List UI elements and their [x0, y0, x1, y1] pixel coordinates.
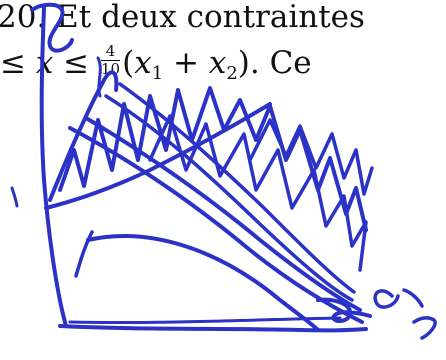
sketch-x-label-sub: [412, 316, 437, 340]
line2-x1: x: [134, 45, 152, 82]
sketch-zigzag-3: [248, 118, 374, 196]
line2-open-paren: (: [122, 45, 135, 82]
sketch-diagonal-3: [104, 94, 354, 302]
fraction-bar: [101, 60, 121, 62]
line2-x2: x: [208, 45, 227, 82]
sketch-axis-base: [68, 316, 342, 325]
sketch-right-loop: [316, 297, 372, 323]
line2-plus: +: [163, 45, 209, 82]
sketch-upper-left-1: [44, 102, 272, 210]
sketch-diagonal-4: [118, 82, 356, 294]
sketch-lower-diagonal: [86, 234, 320, 332]
line2-leq: ≤: [53, 45, 100, 82]
sketch-y-axis: [39, 6, 68, 328]
sketch-left-tick: [10, 186, 19, 208]
line2-lead: ≤: [0, 45, 36, 82]
sketch-x-label-curl: [373, 289, 400, 309]
sketch-upper-left-2: [48, 70, 119, 202]
line2-sub1: 1: [151, 63, 164, 85]
sketch-x-label-mark: [402, 288, 424, 308]
sketch-top-scribble: [30, 2, 74, 53]
sketch-small-corner: [74, 230, 94, 278]
sketch-zigzag-2: [148, 114, 368, 272]
line1-rest: deux contraintes: [91, 0, 365, 35]
line2-sub2: 2: [226, 63, 238, 85]
fraction-numerator: 4: [105, 42, 116, 60]
sketch-zigzag-1: [58, 86, 368, 232]
sketch-diagonal-2: [84, 116, 362, 312]
line2-close: ). Ce: [237, 45, 312, 82]
sketch-diagonal-1: [68, 126, 364, 324]
sketch-x-axis: [58, 324, 368, 333]
